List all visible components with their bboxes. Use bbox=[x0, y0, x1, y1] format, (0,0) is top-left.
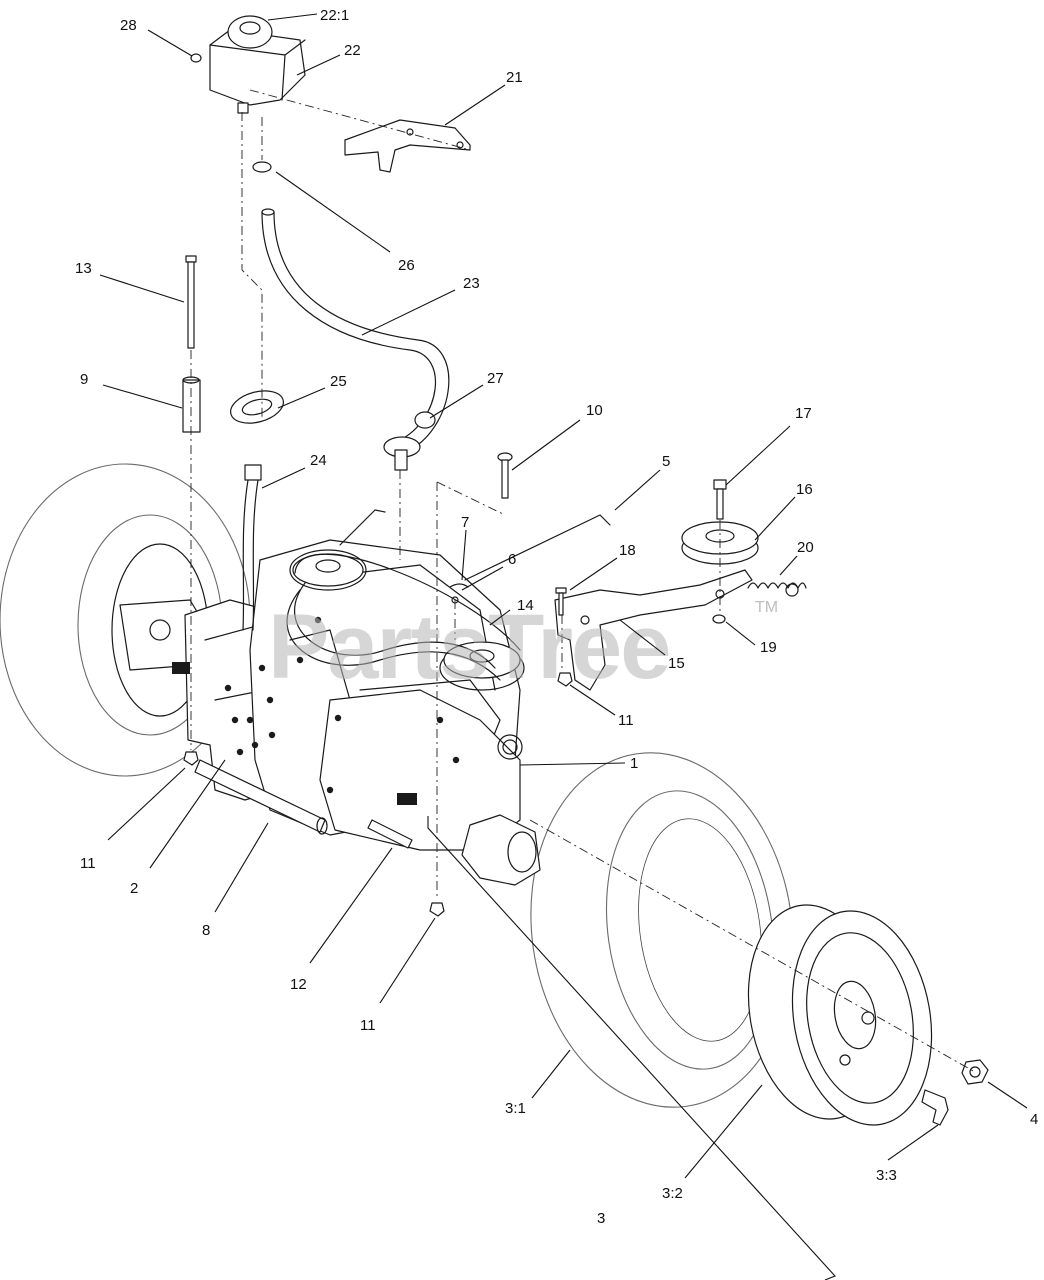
watermark-tm: TM bbox=[755, 599, 778, 616]
nut-11-left bbox=[183, 751, 199, 766]
callout-8: 8 bbox=[202, 922, 210, 939]
callout-27: 27 bbox=[487, 370, 504, 387]
callout-2: 2 bbox=[130, 880, 138, 897]
callout-20: 20 bbox=[797, 539, 814, 556]
pin-18 bbox=[555, 587, 567, 616]
hose-23 bbox=[261, 208, 450, 451]
callout-11-r: 11 bbox=[618, 712, 634, 729]
bolt-17 bbox=[713, 479, 727, 520]
callout-25: 25 bbox=[330, 373, 347, 390]
wheel-rim-3-2 bbox=[747, 904, 933, 1126]
callout-10: 10 bbox=[586, 402, 603, 419]
callout-22-1: 22:1 bbox=[320, 7, 349, 24]
callout-15: 15 bbox=[668, 655, 685, 672]
callout-28: 28 bbox=[120, 17, 137, 34]
rod-5 bbox=[464, 514, 611, 581]
callout-12: 12 bbox=[290, 976, 307, 993]
pulleys-and-belt-14 bbox=[286, 553, 521, 681]
callout-26: 26 bbox=[398, 257, 415, 274]
lug-nut-4 bbox=[961, 1059, 989, 1085]
callout-14: 14 bbox=[517, 597, 534, 614]
nut-11-right bbox=[557, 672, 573, 687]
assembly-lines bbox=[190, 89, 976, 1073]
callout-7: 7 bbox=[461, 514, 469, 531]
hose-24 bbox=[242, 464, 262, 631]
callout-4: 4 bbox=[1030, 1111, 1038, 1128]
callout-11-l: 11 bbox=[80, 855, 96, 872]
cap-22-1 bbox=[227, 15, 273, 49]
callout-9: 9 bbox=[80, 371, 88, 388]
callout-6: 6 bbox=[508, 551, 516, 568]
callout-1: 1 bbox=[630, 755, 638, 772]
transaxle-assembly bbox=[172, 539, 541, 886]
washer-19 bbox=[712, 614, 726, 624]
watermark-text: PartsTree bbox=[268, 596, 669, 698]
callout-3-3: 3:3 bbox=[876, 1167, 897, 1184]
screw-28 bbox=[190, 53, 202, 63]
callout-23: 23 bbox=[463, 275, 480, 292]
callout-17: 17 bbox=[795, 405, 812, 422]
fitting-bracket bbox=[383, 436, 421, 471]
spring-20 bbox=[747, 582, 807, 597]
leader-lines bbox=[99, 13, 1028, 1179]
bolt-12 bbox=[367, 819, 413, 849]
pin-10 bbox=[497, 452, 513, 499]
grommet-25 bbox=[230, 390, 284, 424]
callout-21: 21 bbox=[506, 69, 523, 86]
callout-labels: 28 22:1 22 21 26 13 23 9 25 27 10 17 24 … bbox=[75, 7, 1038, 1227]
assembly-3-bracket bbox=[427, 816, 836, 1280]
spacer-9 bbox=[182, 376, 201, 433]
callout-3-2: 3:2 bbox=[662, 1185, 683, 1202]
bolt-13 bbox=[185, 255, 197, 349]
callout-19: 19 bbox=[760, 639, 777, 656]
callout-22: 22 bbox=[344, 42, 361, 59]
callout-5: 5 bbox=[662, 453, 670, 470]
valve-stem-3-3 bbox=[921, 1089, 949, 1126]
callout-13: 13 bbox=[75, 260, 92, 277]
callout-16: 16 bbox=[796, 481, 813, 498]
bracket-21 bbox=[344, 119, 471, 173]
tube-8 bbox=[194, 759, 328, 835]
callout-11-b: 11 bbox=[360, 1017, 376, 1034]
callout-3-1: 3:1 bbox=[505, 1100, 526, 1117]
callout-18: 18 bbox=[619, 542, 636, 559]
right-tire-3-1 bbox=[530, 752, 794, 1108]
nut-11-bottom bbox=[429, 902, 445, 917]
callout-3: 3 bbox=[597, 1210, 605, 1227]
fitting-27 bbox=[414, 411, 436, 429]
hose-clamp-26 bbox=[252, 161, 272, 173]
callout-24: 24 bbox=[310, 452, 327, 469]
control-rod bbox=[339, 509, 386, 546]
